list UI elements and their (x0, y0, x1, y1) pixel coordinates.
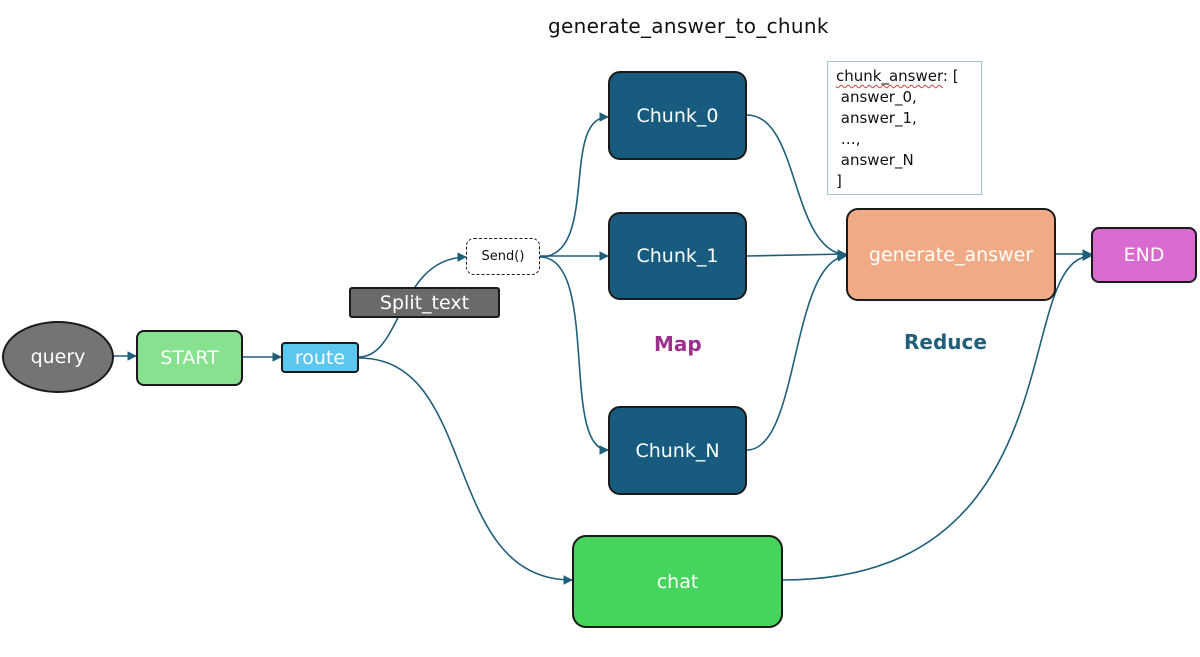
edge-chat-end (782, 251, 1092, 581)
note-line-0: answer_0, (840, 88, 917, 106)
edge-send-chunkn (539, 256, 609, 455)
edge-chunk0-generate (746, 114, 847, 259)
node-generate-answer[interactable]: generate_answer (846, 208, 1056, 301)
node-start[interactable]: START (136, 330, 243, 386)
note-line-1: answer_1, (840, 109, 917, 127)
note-line-2: …, (840, 130, 861, 148)
edge-chunk1-generate (746, 249, 847, 259)
section-map-label: Map (654, 332, 702, 356)
node-chunk-n[interactable]: Chunk_N (608, 406, 747, 495)
section-reduce-label: Reduce (904, 330, 987, 354)
node-chunk-1[interactable]: Chunk_1 (608, 212, 747, 300)
node-split-text[interactable]: Split_text (349, 287, 500, 318)
note-key: chunk_answer (836, 67, 943, 85)
node-route[interactable]: route (281, 342, 359, 373)
note-close: ] (836, 172, 842, 190)
note-open: : [ (942, 67, 959, 85)
edge-route-chat (358, 357, 573, 585)
node-query[interactable]: query (2, 321, 114, 393)
note-line-3: answer_N (840, 151, 914, 169)
edge-chunkn-generate (746, 252, 847, 451)
node-end[interactable]: END (1091, 227, 1197, 283)
chunk-answer-note: chunk_answer: [ answer_0, answer_1, …, a… (827, 61, 982, 195)
node-chat[interactable]: chat (572, 535, 783, 628)
edge-send-chunk0 (539, 112, 609, 258)
node-send[interactable]: Send() (466, 238, 540, 275)
diagram-title: generate_answer_to_chunk (548, 14, 829, 38)
node-chunk-0[interactable]: Chunk_0 (608, 71, 747, 160)
